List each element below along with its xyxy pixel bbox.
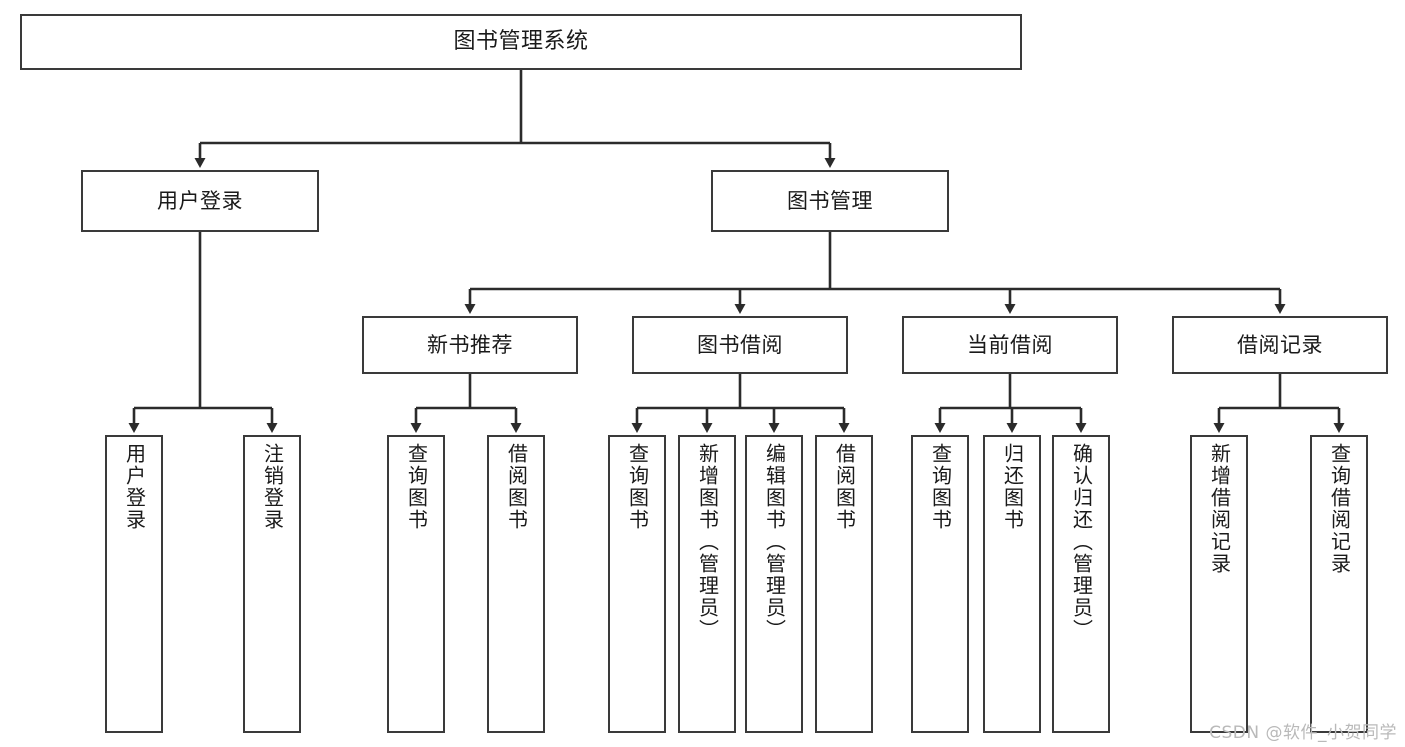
node-label: 图书管理系统 xyxy=(453,29,589,55)
node-label: 新增借阅记录 xyxy=(1207,443,1232,575)
node-label: 图书借阅 xyxy=(697,332,783,357)
node-label: 编辑图书（管理员） xyxy=(762,443,787,641)
node-label: 借阅图书 xyxy=(504,443,529,531)
node-label: 查询图书 xyxy=(625,443,650,531)
node-label: 查询借阅记录 xyxy=(1327,443,1352,575)
node-label: 归还图书 xyxy=(1000,443,1025,531)
node-leaf-edit-book[interactable]: 编辑图书（管理员） xyxy=(745,435,803,733)
node-label: 用户登录 xyxy=(122,443,147,531)
node-user-login[interactable]: 用户登录 xyxy=(81,170,319,232)
node-leaf-borrow-book-rec[interactable]: 借阅图书 xyxy=(487,435,545,733)
node-label: 图书管理 xyxy=(787,188,873,213)
node-leaf-logout[interactable]: 注销登录 xyxy=(243,435,301,733)
node-book-manage[interactable]: 图书管理 xyxy=(711,170,949,232)
node-label: 用户登录 xyxy=(157,188,243,213)
node-new-book-rec[interactable]: 新书推荐 xyxy=(362,316,578,374)
node-leaf-query-record[interactable]: 查询借阅记录 xyxy=(1310,435,1368,733)
node-leaf-add-record[interactable]: 新增借阅记录 xyxy=(1190,435,1248,733)
node-label: 借阅记录 xyxy=(1237,332,1323,357)
node-book-borrow[interactable]: 图书借阅 xyxy=(632,316,848,374)
node-leaf-borrow-book[interactable]: 借阅图书 xyxy=(815,435,873,733)
node-leaf-confirm-return[interactable]: 确认归还（管理员） xyxy=(1052,435,1110,733)
node-current-borrow[interactable]: 当前借阅 xyxy=(902,316,1118,374)
node-borrow-record[interactable]: 借阅记录 xyxy=(1172,316,1388,374)
node-leaf-query-book-rec[interactable]: 查询图书 xyxy=(387,435,445,733)
node-leaf-user-login[interactable]: 用户登录 xyxy=(105,435,163,733)
node-label: 查询图书 xyxy=(404,443,429,531)
node-leaf-query-book-cur[interactable]: 查询图书 xyxy=(911,435,969,733)
node-leaf-return-book[interactable]: 归还图书 xyxy=(983,435,1041,733)
node-root[interactable]: 图书管理系统 xyxy=(20,14,1022,70)
node-label: 借阅图书 xyxy=(832,443,857,531)
node-label: 注销登录 xyxy=(260,443,285,531)
node-label: 确认归还（管理员） xyxy=(1069,443,1094,641)
node-label: 查询图书 xyxy=(928,443,953,531)
node-label: 当前借阅 xyxy=(967,332,1053,357)
node-label: 新书推荐 xyxy=(427,332,513,357)
node-leaf-query-book-borrow[interactable]: 查询图书 xyxy=(608,435,666,733)
watermark: CSDN @软件_小贺同学 xyxy=(1209,723,1397,743)
node-leaf-add-book[interactable]: 新增图书（管理员） xyxy=(678,435,736,733)
node-label: 新增图书（管理员） xyxy=(695,443,720,641)
